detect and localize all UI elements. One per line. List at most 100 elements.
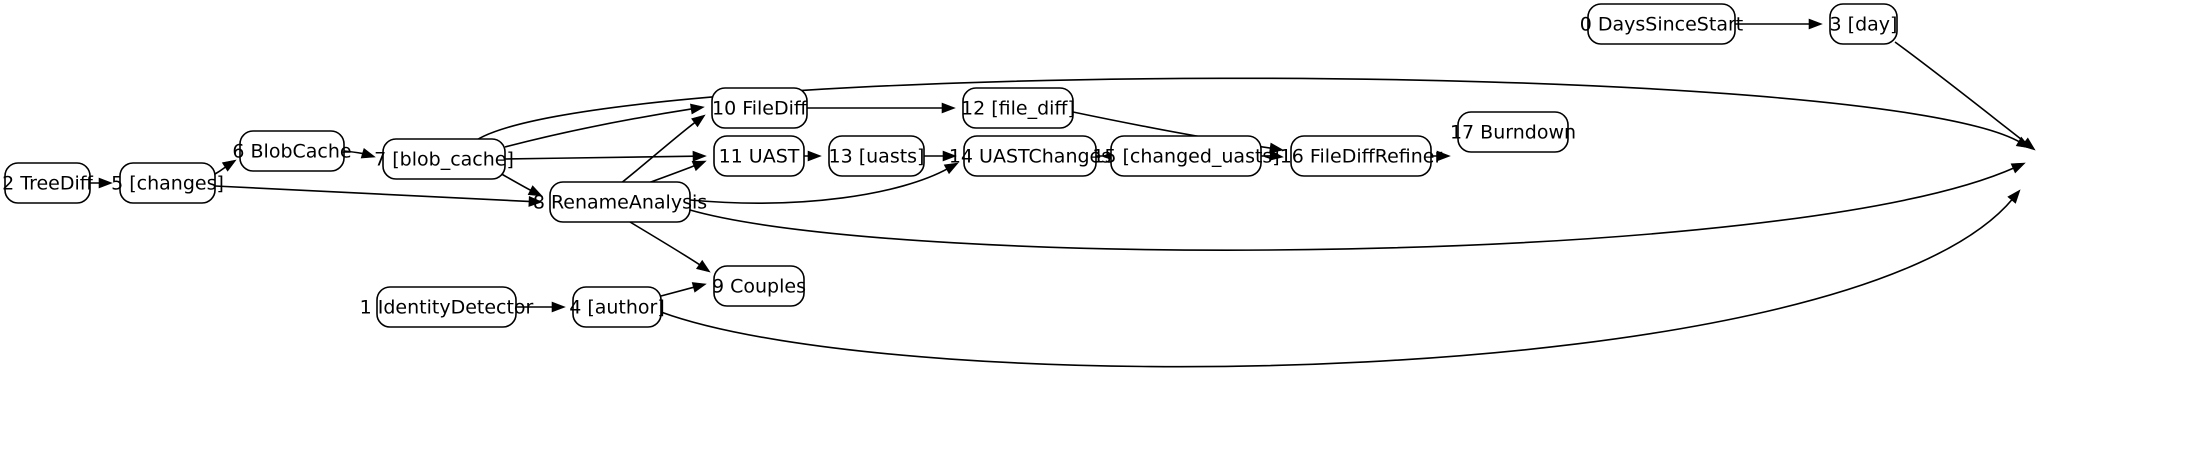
- edge-arrowhead-icon: [221, 159, 237, 172]
- node-label: 1 IdentityDetector: [360, 297, 534, 319]
- graph-node-10-filediff[interactable]: 10 FileDiff: [711, 87, 808, 129]
- node-label: 15 [changed_uasts]: [1092, 146, 1279, 168]
- graph-node-12-file-diff[interactable]: 12 [file_diff]: [961, 87, 1075, 129]
- graph-edge-5-changes-to-8-renameanalysis: [214, 185, 543, 207]
- graph-edge-3-day-to-17-burndown: [1894, 41, 2036, 151]
- graph-node-6-blobcache[interactable]: 6 BlobCache: [232, 130, 352, 172]
- edge-line: [660, 286, 696, 297]
- node-shape: [828, 135, 925, 177]
- node-shape: [713, 265, 805, 307]
- node-shape: [4, 162, 91, 204]
- node-label: 17 Burndown: [1450, 122, 1576, 144]
- node-layer: 0 DaysSinceStart 1 IdentityDetector 2 Tree…: [2, 3, 1898, 328]
- node-label: 6 BlobCache: [232, 141, 351, 163]
- graph-node-16-filediffrefiner[interactable]: 16 FileDiffRefiner: [1280, 135, 1443, 177]
- node-label: 10 FileDiff: [712, 98, 808, 120]
- edge-arrowhead-icon: [2010, 162, 2026, 174]
- graph-node-11-uast[interactable]: 11 UAST: [713, 135, 805, 177]
- node-shape: [119, 162, 216, 204]
- node-shape: [376, 286, 517, 328]
- graph-edge-7-blob-cache-to-11-uast: [504, 150, 707, 162]
- node-shape: [1457, 111, 1569, 153]
- node-label: 16 FileDiffRefiner: [1280, 146, 1443, 168]
- node-shape: [239, 130, 345, 172]
- graph-node-9-couples[interactable]: 9 Couples: [712, 265, 806, 307]
- node-shape: [962, 87, 1074, 129]
- graph-node-7-blob-cache[interactable]: 7 [blob_cache]: [374, 138, 514, 180]
- edge-line: [619, 120, 697, 185]
- graph-edge-0-dayssincestart-to-3-day: [1735, 18, 1823, 30]
- node-shape: [713, 135, 805, 177]
- edge-layer: [90, 18, 2036, 368]
- node-shape: [1110, 135, 1262, 177]
- graph-edge-8-renameanalysis-to-9-couples: [629, 221, 711, 273]
- edge-arrowhead-icon: [551, 301, 566, 313]
- edge-arrowhead-icon: [1269, 149, 1284, 161]
- graph-node-14-uastchanges[interactable]: 14 UASTChanges: [949, 135, 1111, 177]
- edge-arrowhead-icon: [1269, 142, 1284, 154]
- edge-arrowhead-icon: [691, 282, 707, 293]
- edge-arrowhead-icon: [527, 185, 543, 197]
- graph-edge-4-author-to-17-burndown: [660, 189, 2021, 368]
- graph-edge-8-renameanalysis-to-14-uastchanges: [689, 162, 959, 204]
- graph-edge-7-blob-cache-to-17-burndown: [469, 77, 2031, 149]
- graph-edge-1-identitydetector-to-4-author: [515, 301, 566, 313]
- edge-arrowhead-icon: [691, 160, 707, 172]
- node-shape: [963, 135, 1097, 177]
- node-label: 12 [file_diff]: [961, 98, 1075, 120]
- graph-edge-8-renameanalysis-to-10-filediff: [619, 114, 706, 185]
- edge-line: [689, 167, 949, 204]
- edge-arrowhead-icon: [2007, 189, 2021, 204]
- graph-edge-8-renameanalysis-to-17-burndown: [689, 162, 2026, 251]
- graph-edge-7-blob-cache-to-10-filediff: [504, 103, 705, 148]
- edge-line: [504, 107, 694, 148]
- graph-node-0-dayssincestart[interactable]: 0 DaysSinceStart: [1580, 3, 1743, 45]
- graph-node-3-day[interactable]: 3 [day]: [1829, 3, 1898, 45]
- node-label: 3 [day]: [1830, 14, 1898, 36]
- graph-node-17-burndown[interactable]: 17 Burndown: [1450, 111, 1576, 153]
- node-shape: [382, 138, 506, 180]
- edge-arrowhead-icon: [691, 114, 706, 128]
- edge-line: [469, 77, 2021, 146]
- graph-node-15-changed-uasts[interactable]: 15 [changed_uasts]: [1092, 135, 1280, 177]
- edge-arrowhead-icon: [690, 103, 705, 115]
- edge-arrowhead-icon: [942, 150, 957, 162]
- node-shape: [549, 181, 691, 223]
- edge-arrowhead-icon: [943, 162, 959, 175]
- node-label: 4 [author]: [569, 297, 665, 319]
- edge-arrowhead-icon: [360, 147, 376, 159]
- graph-node-2-treediff[interactable]: 2 TreeDiff: [2, 162, 94, 204]
- node-shape: [711, 87, 808, 129]
- graph-node-5-changes[interactable]: 5 [changes]: [111, 162, 224, 204]
- graph-edge-5-changes-to-6-blobcache: [214, 159, 237, 175]
- graph-edge-6-blobcache-to-7-blob-cache: [343, 147, 376, 159]
- node-label: 9 Couples: [712, 276, 806, 298]
- node-label: 5 [changes]: [111, 173, 224, 195]
- node-label: 0 DaysSinceStart: [1580, 14, 1743, 36]
- graph-edge-15-changed-uasts-to-16-filediffrefiner: [1260, 149, 1284, 161]
- edge-line: [629, 221, 702, 267]
- graph-edge-2-treediff-to-5-changes: [90, 177, 113, 189]
- edge-arrowhead-icon: [807, 150, 822, 162]
- graph-node-4-author[interactable]: 4 [author]: [569, 286, 665, 328]
- node-label: 2 TreeDiff: [2, 173, 94, 195]
- node-shape: [1587, 3, 1736, 45]
- edge-arrowhead-icon: [941, 102, 956, 114]
- node-label: 11 UAST: [719, 146, 800, 168]
- edge-line: [1894, 41, 2027, 144]
- edge-arrowhead-icon: [695, 259, 711, 273]
- edge-line: [497, 171, 533, 192]
- edge-arrowhead-icon: [528, 196, 543, 207]
- edge-arrowhead-icon: [1436, 150, 1451, 162]
- graph-edge-16-filediffrefiner-to-17-burndown: [1430, 150, 1451, 162]
- graph-edge-13-uasts-to-14-uastchanges: [923, 150, 957, 162]
- edge-arrowhead-icon: [98, 177, 113, 189]
- graph-node-13-uasts[interactable]: 13 [uasts]: [828, 135, 925, 177]
- edge-arrowhead-icon: [692, 150, 707, 162]
- graph-node-8-renameanalysis[interactable]: 8 RenameAnalysis: [533, 181, 707, 223]
- node-shape: [572, 286, 662, 328]
- graph-edge-4-author-to-9-couples: [660, 282, 707, 297]
- graph-node-1-identitydetector[interactable]: 1 IdentityDetector: [360, 286, 534, 328]
